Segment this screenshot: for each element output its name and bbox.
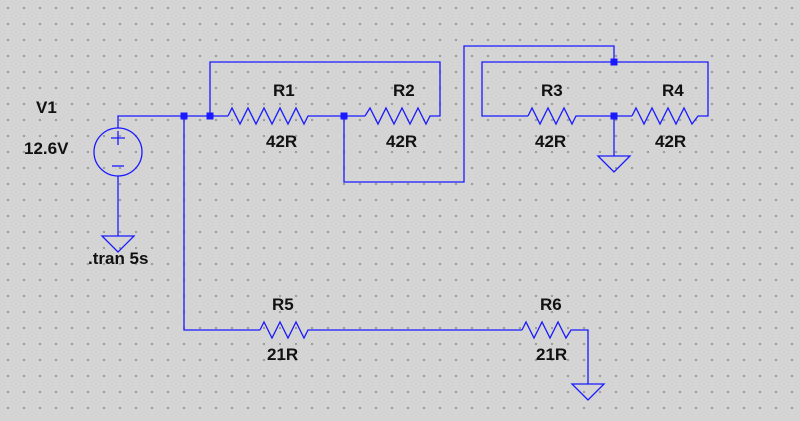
wires	[117, 45, 709, 384]
junction-node[interactable]	[206, 112, 214, 120]
resistor-r2-value[interactable]: 42R	[386, 132, 418, 151]
ground-icon	[596, 155, 632, 173]
source-name-label[interactable]: V1	[36, 98, 57, 117]
ground-r3r4[interactable]	[596, 155, 632, 173]
resistor-r3-name[interactable]: R3	[541, 81, 563, 100]
ground-v1[interactable]	[100, 235, 136, 253]
wire-to-r3r4[interactable]	[343, 45, 615, 183]
resistor-r2-name[interactable]: R2	[393, 81, 415, 100]
junctions	[180, 58, 618, 120]
junction-node[interactable]	[340, 112, 348, 120]
resistor-r3-value[interactable]: 42R	[535, 132, 567, 151]
resistor-icon	[521, 320, 575, 340]
ground-icon	[100, 235, 136, 253]
junction-node[interactable]	[610, 112, 618, 120]
voltage-source-icon	[93, 127, 143, 177]
junction-node[interactable]	[610, 58, 618, 66]
resistor-r4[interactable]	[631, 106, 702, 126]
resistor-r5-name[interactable]: R5	[272, 295, 294, 314]
resistor-icon	[259, 320, 312, 340]
resistor-icon	[527, 106, 580, 126]
resistor-r5-value[interactable]: 21R	[267, 345, 299, 364]
source-value-label[interactable]: 12.6V	[24, 139, 69, 158]
resistor-r1-name[interactable]: R1	[273, 81, 295, 100]
resistor-r6-name[interactable]: R6	[540, 295, 562, 314]
resistor-r4-name[interactable]: R4	[662, 81, 684, 100]
wire-r6-ground[interactable]	[575, 329, 589, 384]
junction-node[interactable]	[180, 112, 188, 120]
resistor-r1-value[interactable]: 42R	[266, 132, 298, 151]
wire-bypass-loop[interactable]	[209, 61, 441, 117]
spice-directive[interactable]: .tran 5s	[88, 249, 149, 268]
resistor-icon	[227, 106, 312, 126]
resistor-r2[interactable]	[364, 106, 434, 126]
wire-r3r4-loop[interactable]	[481, 61, 709, 117]
resistor-r6-value[interactable]: 21R	[536, 345, 568, 364]
wire-to-r5[interactable]	[183, 116, 260, 331]
resistor-r3[interactable]	[527, 106, 580, 126]
wire-v1-top[interactable]	[117, 115, 210, 128]
resistor-r1[interactable]	[227, 106, 312, 126]
resistor-r5[interactable]	[259, 320, 312, 340]
ground-icon	[570, 383, 606, 401]
ground-r6[interactable]	[570, 383, 606, 401]
voltage-source-v1[interactable]	[93, 127, 143, 177]
resistor-icon	[631, 106, 702, 126]
resistor-icon	[364, 106, 434, 126]
resistor-r4-value[interactable]: 42R	[655, 132, 687, 151]
resistor-r6[interactable]	[521, 320, 575, 340]
